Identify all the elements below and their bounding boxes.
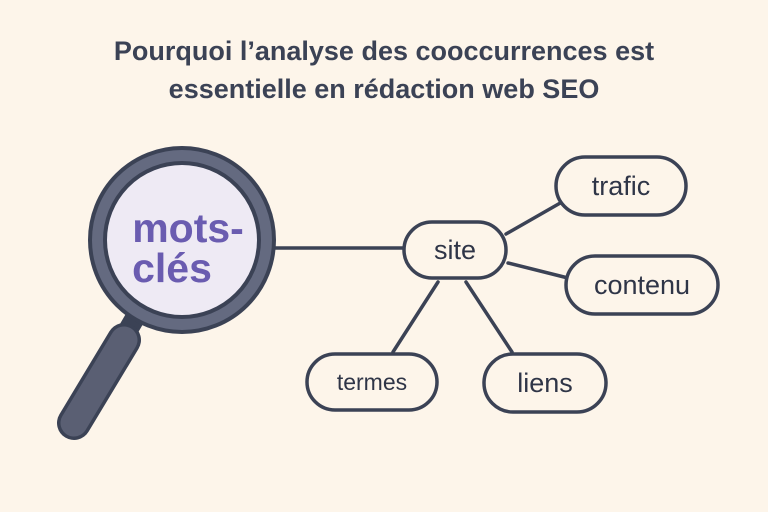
connector-site-termes [391, 280, 440, 354]
node-site: site [402, 220, 508, 280]
magnifying-glass-icon: mots- clés [57, 146, 276, 440]
title-line-1: Pourquoi l’analyse des cooccurrences est [113, 36, 655, 66]
diagram-title: Pourquoi l’analyse des cooccurrences est… [0, 32, 768, 108]
magnifier-lens [103, 161, 261, 319]
node-liens: liens [482, 352, 608, 414]
node-termes-label: termes [337, 369, 407, 395]
node-site-box [402, 220, 508, 280]
node-contenu-box [564, 254, 720, 316]
lens-label-line-2: clés [132, 245, 212, 291]
connector-site-contenu [506, 261, 570, 280]
connector-site-liens [464, 280, 514, 354]
node-site-label: site [434, 235, 476, 265]
node-liens-label: liens [517, 368, 573, 398]
node-trafic-box [554, 155, 688, 217]
connectors [270, 200, 570, 354]
node-termes-box [305, 352, 439, 412]
node-trafic: trafic [554, 155, 688, 217]
node-trafic-label: trafic [592, 171, 651, 201]
title-line-2: essentielle en rédaction web SEO [168, 74, 600, 104]
connector-site-trafic [504, 200, 564, 236]
node-liens-box [482, 352, 608, 414]
lens-label-line-1: mots- [132, 205, 244, 251]
node-contenu-label: contenu [594, 270, 690, 300]
node-termes: termes [305, 352, 439, 412]
node-contenu: contenu [564, 254, 720, 316]
magnifier-handle-fill [60, 326, 138, 437]
